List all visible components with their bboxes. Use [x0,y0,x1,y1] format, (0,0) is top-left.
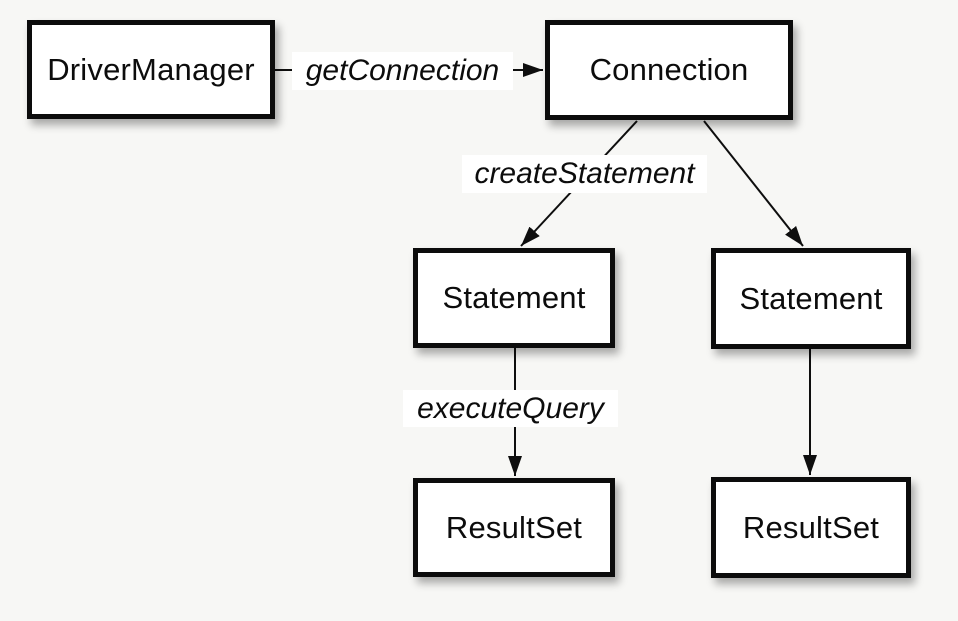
node-resultset-left: ResultSet [413,478,615,577]
node-resultset-right: ResultSet [711,477,911,578]
edge-connection-statement-right-arrow [703,120,804,247]
node-statement-left: Statement [413,248,615,348]
node-connection: Connection [545,20,793,120]
node-statement-right: Statement [711,248,911,349]
edge-label-createstatement: createStatement [462,155,707,193]
node-drivermanager: DriverManager [27,20,275,119]
edge-label-getconnection: getConnection [292,52,513,90]
edge-label-executequery: executeQuery [403,390,618,427]
